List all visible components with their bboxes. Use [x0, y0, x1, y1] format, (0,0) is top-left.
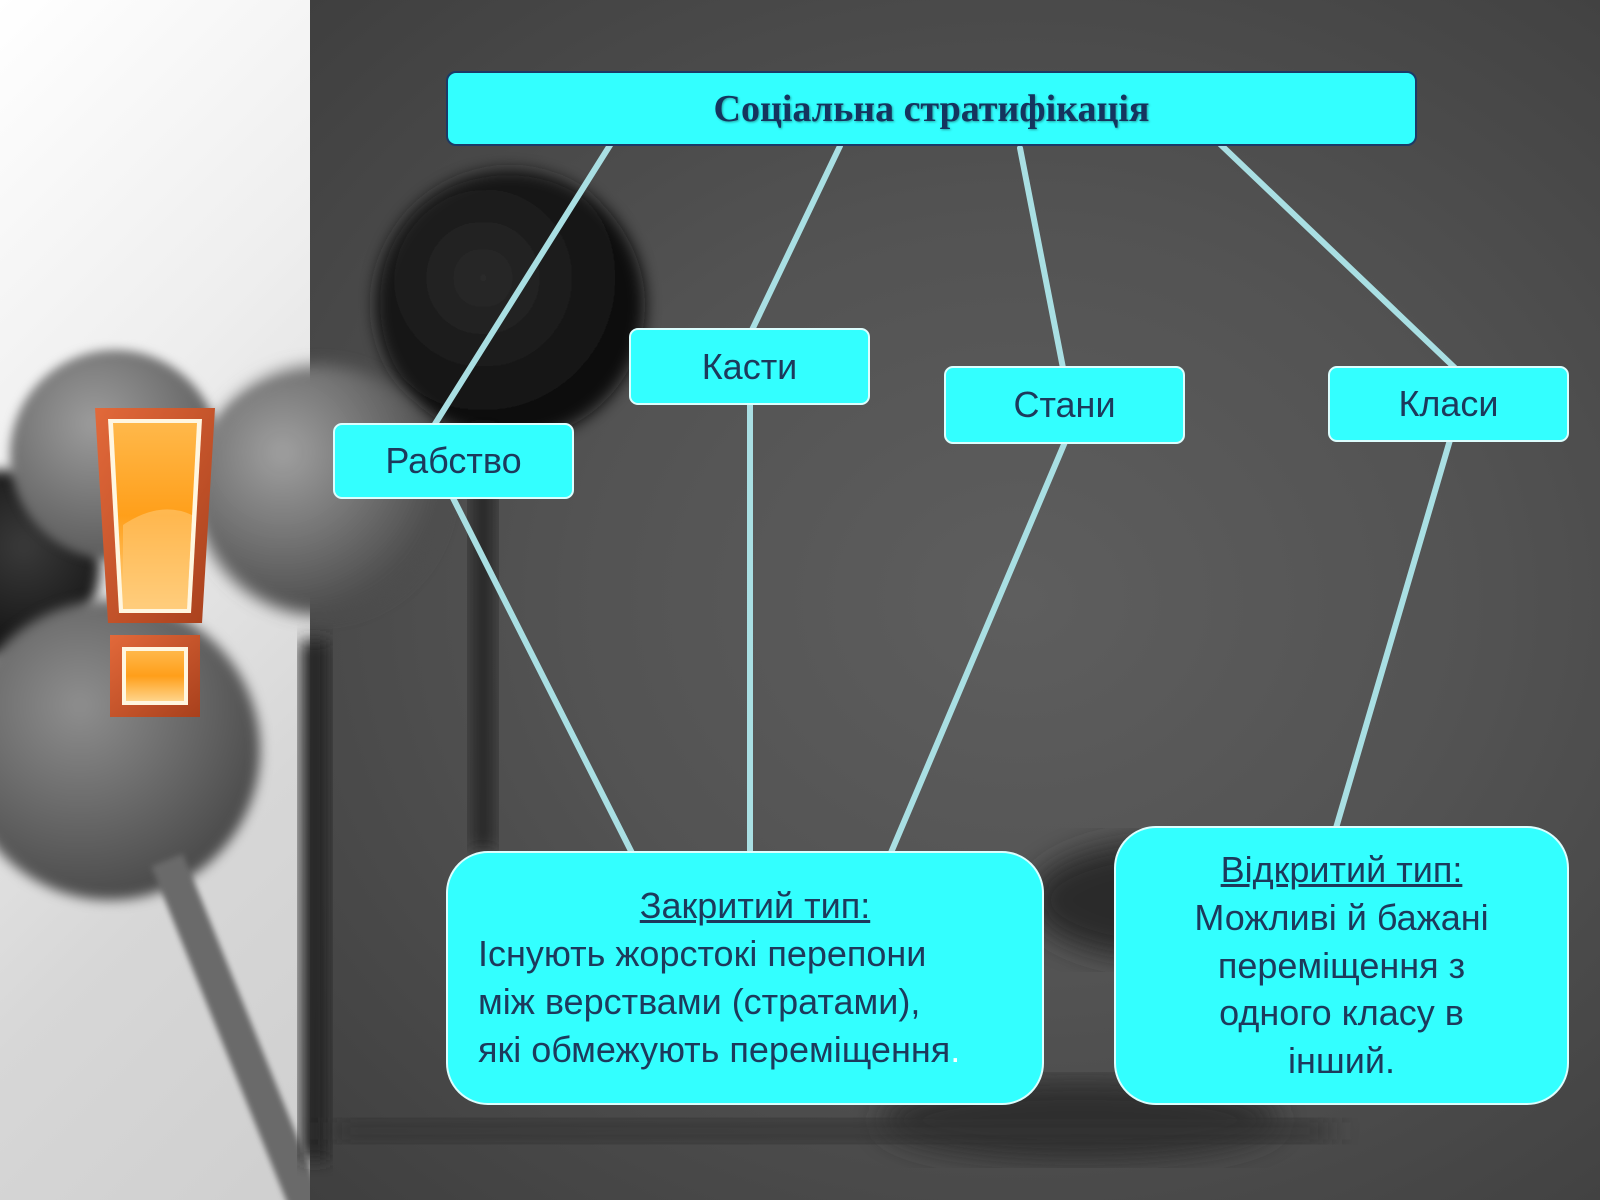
connector-title-classes: [1217, 141, 1458, 371]
open-type-heading: Відкритий тип:: [1220, 848, 1463, 890]
closed-type-line-2: між верствами (стратами),: [478, 981, 921, 1022]
node-estates: Стани: [944, 366, 1185, 444]
node-castes: Касти: [629, 328, 870, 405]
node-slavery-label: Рабство: [385, 440, 522, 481]
connector-title-castes: [749, 143, 843, 333]
node-estates-label: Стани: [1013, 384, 1116, 425]
closed-type-line-1: Існують жорстокі перепони: [478, 933, 927, 975]
open-type-line-1: Можливі й бажані: [1194, 896, 1489, 938]
open-type-box: Відкритий тип: Можливі й бажані переміще…: [1114, 826, 1569, 1105]
title-box: Соціальна стратифікація: [446, 71, 1417, 146]
node-classes: Класи: [1328, 366, 1569, 442]
connector-classes-open: [1333, 437, 1453, 831]
node-slavery: Рабство: [333, 423, 574, 499]
exclamation-icon: [95, 408, 215, 717]
connector-estates-closed: [887, 439, 1068, 858]
connector-title-slavery: [432, 139, 615, 427]
connector-title-estates: [1017, 145, 1066, 371]
closed-type-trailing-dot: .: [950, 1028, 961, 1070]
closed-type-line-3: які обмежують переміщення.: [478, 1028, 961, 1070]
diagram-title: Соціальна стратифікація: [713, 87, 1150, 130]
open-type-line-3: одного класу в: [1219, 992, 1464, 1034]
open-type-line-2: переміщення з: [1217, 944, 1466, 986]
node-castes-label: Касти: [701, 345, 798, 387]
node-classes-label: Класи: [1398, 383, 1499, 424]
closed-type-heading: Закритий тип:: [639, 885, 871, 927]
closed-type-box: Закритий тип: Існують жорстокі перепони …: [446, 851, 1044, 1105]
open-type-line-4: інший.: [1288, 1040, 1395, 1082]
connector-slavery-closed: [449, 493, 636, 858]
